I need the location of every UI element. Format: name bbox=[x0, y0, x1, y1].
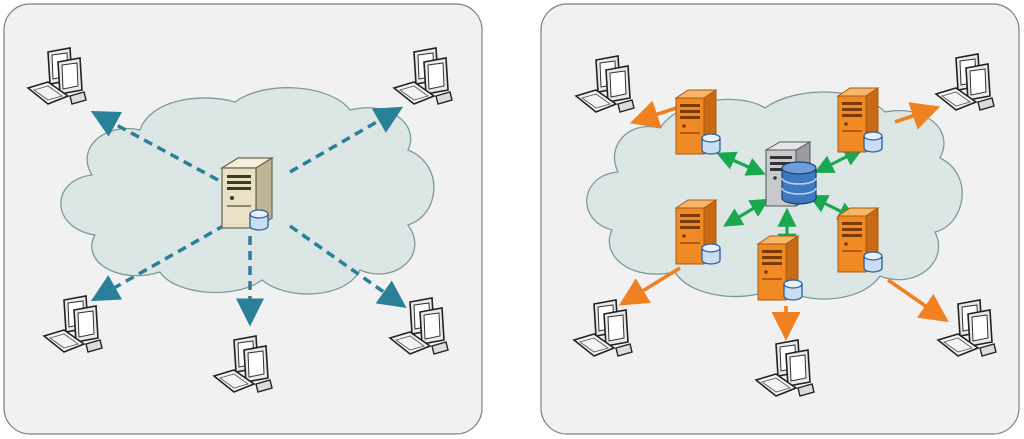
link-to-client-top-left bbox=[90, 110, 219, 182]
edge-server-icon-4 bbox=[758, 236, 802, 300]
origin-database-icon bbox=[781, 161, 817, 205]
link-to-client-top-right bbox=[289, 106, 404, 174]
orange-link-3 bbox=[618, 266, 681, 306]
orange-link-2 bbox=[894, 102, 941, 130]
right-panel bbox=[540, 3, 1020, 435]
edge-server-icon-1 bbox=[676, 90, 720, 154]
left-links bbox=[90, 106, 407, 327]
orange-link-5 bbox=[886, 278, 949, 323]
link-to-client-bottom-right bbox=[288, 224, 407, 309]
left-panel bbox=[3, 3, 483, 435]
green-link-3 bbox=[723, 198, 770, 227]
green-link-2 bbox=[814, 148, 864, 173]
orange-link-1 bbox=[629, 100, 677, 128]
edge-client-links bbox=[618, 100, 949, 341]
edge-server-icon-2 bbox=[838, 88, 882, 152]
central-server-icon bbox=[222, 158, 272, 230]
green-link-1 bbox=[716, 151, 766, 176]
edge-server-icon-5 bbox=[838, 208, 882, 272]
green-link-5 bbox=[808, 195, 858, 220]
link-to-client-bottom-left bbox=[90, 223, 226, 302]
origin-edge-links bbox=[716, 148, 864, 253]
edge-server-icon-3 bbox=[676, 200, 720, 264]
